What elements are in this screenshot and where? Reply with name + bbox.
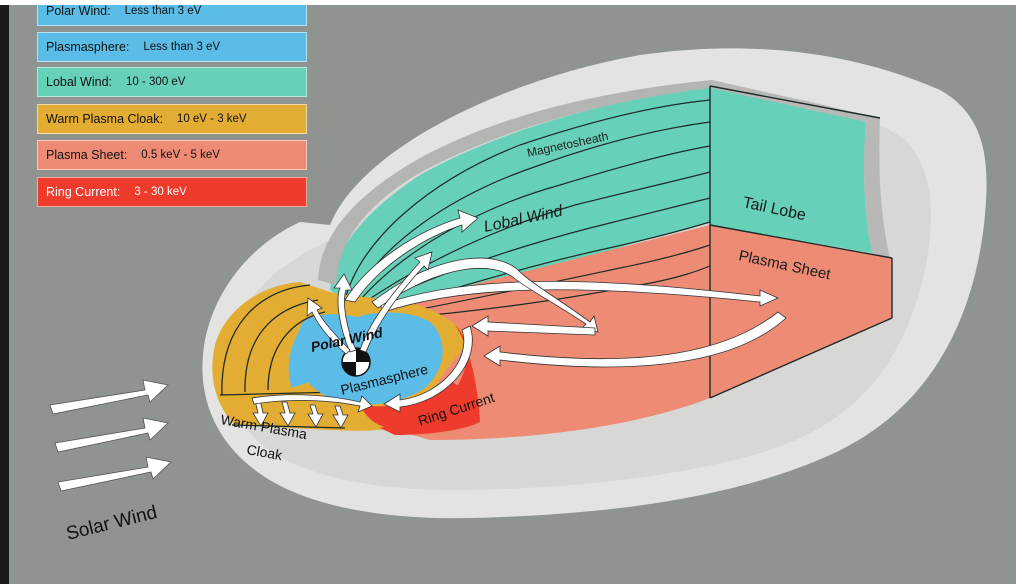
legend-item-name: Polar Wind: bbox=[46, 4, 111, 18]
legend-item-range: 10 eV - 3 keV bbox=[176, 113, 247, 125]
window-top-edge bbox=[0, 0, 1022, 5]
legend-item-name: Plasmasphere: bbox=[46, 40, 130, 54]
arrow-plasma-sheet bbox=[379, 280, 779, 313]
box-edges bbox=[709, 85, 893, 399]
legend-item: Warm Plasma Cloak: 10 eV - 3 keV bbox=[37, 104, 307, 134]
label-solar-wind: Solar Wind bbox=[64, 502, 159, 545]
arrow-return-1 bbox=[471, 315, 596, 337]
plasma-sheet-face bbox=[710, 225, 892, 398]
arrow-ring bbox=[383, 325, 473, 413]
window-left-edge bbox=[0, 0, 9, 584]
solar-arrow-1 bbox=[49, 379, 169, 415]
tail-lobe-face bbox=[710, 88, 872, 253]
earth bbox=[341, 347, 371, 377]
flow-arrows bbox=[251, 209, 787, 429]
label-warm-plasma-line2: Cloak bbox=[245, 441, 284, 463]
legend-item: Plasma Sheet: 0.5 keV - 5 keV bbox=[37, 140, 307, 170]
magnetosheath-band bbox=[318, 80, 712, 285]
legend-item-range: 10 - 300 eV bbox=[126, 76, 186, 88]
legend-item-name: Lobal Wind: bbox=[46, 75, 113, 89]
arrow-lobal bbox=[344, 209, 479, 303]
legend-item-range: Less than 3 eV bbox=[124, 5, 202, 17]
arrow-mid bbox=[371, 257, 599, 333]
arrow-cloak-3 bbox=[307, 404, 324, 428]
legend-item-name: Ring Current: bbox=[46, 185, 121, 199]
legend-item: Lobal Wind: 10 - 300 eV bbox=[37, 67, 307, 97]
legend-item-name: Plasma Sheet: bbox=[46, 148, 128, 162]
arrow-polar-3 bbox=[306, 297, 351, 355]
arrow-polar-2 bbox=[359, 251, 433, 353]
solar-arrow-3 bbox=[57, 456, 172, 492]
arrow-cloak-2 bbox=[279, 401, 296, 427]
arrow-polar-1 bbox=[333, 273, 357, 353]
arrow-cloak-top bbox=[251, 394, 373, 413]
window-right-edge bbox=[1016, 0, 1022, 584]
legend-item-range: Less than 3 eV bbox=[143, 41, 221, 53]
legend-item-range: 0.5 keV - 5 keV bbox=[141, 149, 220, 161]
legend-item: Plasmasphere: Less than 3 eV bbox=[37, 32, 307, 62]
solar-arrow-2 bbox=[54, 417, 169, 453]
right-sheath-band bbox=[710, 80, 890, 258]
arrow-cloak-4 bbox=[332, 405, 349, 429]
legend-item-name: Warm Plasma Cloak: bbox=[46, 112, 163, 126]
legend-item-range: 3 - 30 keV bbox=[134, 186, 187, 198]
solar-wind-arrows bbox=[49, 379, 172, 492]
legend-item: Ring Current: 3 - 30 keV bbox=[37, 177, 307, 207]
arrow-return-2 bbox=[483, 311, 787, 368]
